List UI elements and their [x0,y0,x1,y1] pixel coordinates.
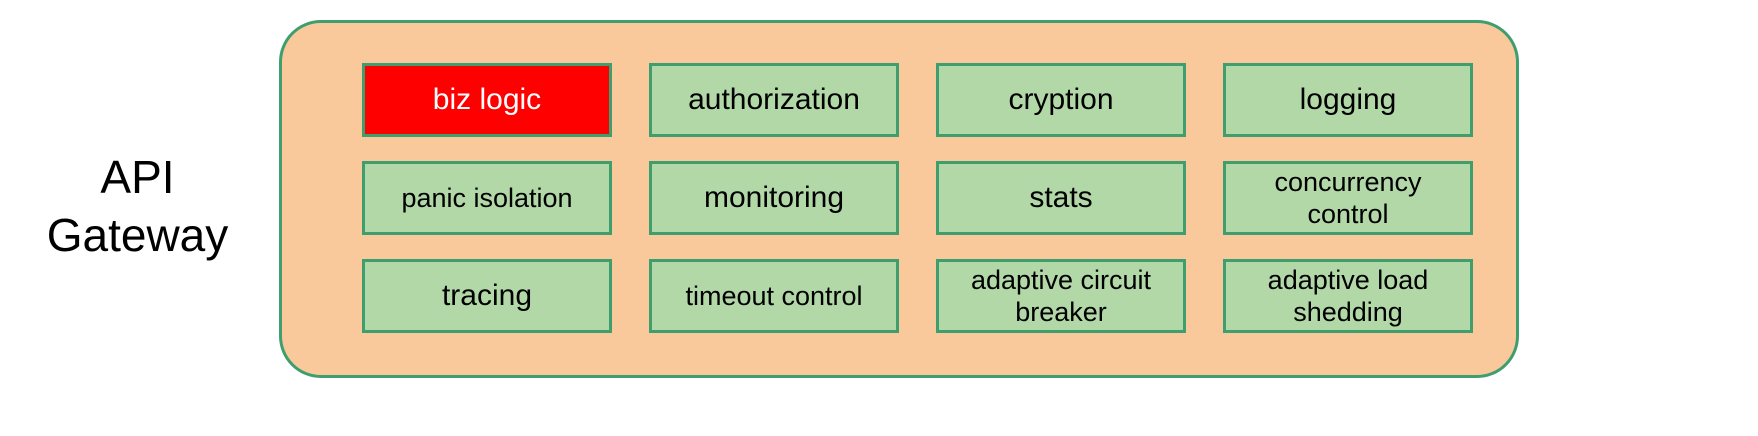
api-gateway-container: biz logic authorization cryption logging… [279,20,1519,378]
capability-box-cryption[interactable]: cryption [936,63,1186,137]
capability-grid: biz logic authorization cryption logging… [362,63,1474,343]
capability-box-panic-isolation[interactable]: panic isolation [362,161,612,235]
capability-box-adaptive-load-shedding[interactable]: adaptive load shedding [1223,259,1473,333]
capability-box-logging[interactable]: logging [1223,63,1473,137]
capability-box-biz-logic[interactable]: biz logic [362,63,612,137]
capability-box-adaptive-circuit-breaker[interactable]: adaptive circuit breaker [936,259,1186,333]
capability-box-stats[interactable]: stats [936,161,1186,235]
capability-box-tracing[interactable]: tracing [362,259,612,333]
api-gateway-label: API Gateway [46,151,229,261]
capability-box-monitoring[interactable]: monitoring [649,161,899,235]
capability-box-authorization[interactable]: authorization [649,63,899,137]
capability-box-concurrency-control[interactable]: concurrency control [1223,161,1473,235]
capability-box-timeout-control[interactable]: timeout control [649,259,899,333]
